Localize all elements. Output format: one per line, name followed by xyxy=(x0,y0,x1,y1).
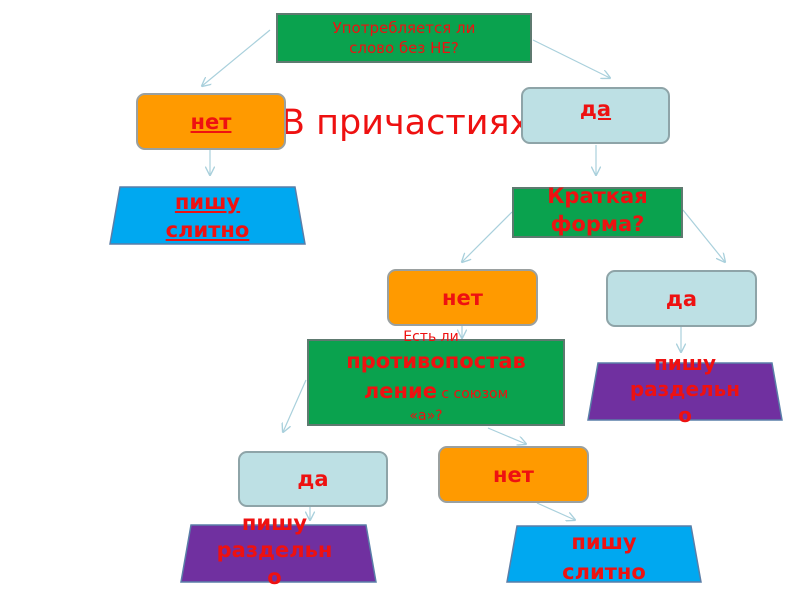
question1-line2: слово без НЕ? xyxy=(349,39,459,57)
result2-line2: раздельн xyxy=(629,377,741,401)
arrow-q2-yes xyxy=(682,209,725,262)
answer3-no-label: нет xyxy=(493,462,534,487)
arrow-q3-yes xyxy=(283,379,307,432)
question2-line1: Краткая xyxy=(547,183,648,208)
arrow-q1-no xyxy=(202,29,271,86)
arrow-q2-no xyxy=(462,211,513,262)
answer2-yes-label: да xyxy=(665,286,698,311)
question3-box xyxy=(307,339,565,426)
question1-box: Употребляется ли слово без НЕ? xyxy=(276,13,532,63)
result1-line2: слитно xyxy=(165,217,250,242)
answer2-no-label: нет xyxy=(442,285,483,310)
result1-line1: пишу xyxy=(174,189,241,214)
result3-line1: пишу xyxy=(241,511,308,535)
answer2-no-box: нет xyxy=(387,269,538,326)
answer3-yes-box: да xyxy=(238,451,388,507)
result3-line2: раздельн xyxy=(216,538,333,562)
question2-line2: форма? xyxy=(550,211,645,236)
answer1-yes-box: да xyxy=(521,87,670,144)
answer1-no-box: нет xyxy=(136,93,286,150)
arrow-q1-yes xyxy=(532,39,610,78)
arrow-no-result4 xyxy=(536,502,575,520)
result1-shape: пишу слитно xyxy=(109,186,306,245)
result2-line1: пишу xyxy=(653,351,717,375)
answer1-yes-label: да xyxy=(579,96,612,121)
result2-line3: о xyxy=(678,403,692,427)
question3-line2-small: с союзом xyxy=(436,386,509,402)
result3-line3: о xyxy=(267,565,282,589)
question3-line1: противопостав xyxy=(346,349,526,373)
result4-shape: пишу слитно xyxy=(506,525,702,584)
result2-shape: пишу раздельн о xyxy=(587,351,783,427)
answer3-no-box: нет xyxy=(438,446,589,503)
page-title: В причастиях xyxy=(281,103,531,143)
result3-shape: пишу раздельн о xyxy=(180,511,377,589)
question3-line3: «а»? xyxy=(409,408,443,424)
question3-line2-big: ление xyxy=(363,379,437,403)
question3-pre: Есть ли xyxy=(403,329,459,345)
question1-line1: Употребляется ли xyxy=(332,19,476,37)
answer1-no-label: нет xyxy=(190,109,232,134)
answer3-yes-label: да xyxy=(297,467,329,491)
result4-line2: слитно xyxy=(562,560,646,584)
arrow-q3-no xyxy=(487,427,526,444)
question2-box: Краткая форма? xyxy=(512,184,683,238)
answer2-yes-box: да xyxy=(606,270,757,327)
result4-line1: пишу xyxy=(571,530,637,554)
question3-text: Есть ли противопостав ление с союзом «а»… xyxy=(300,328,572,423)
